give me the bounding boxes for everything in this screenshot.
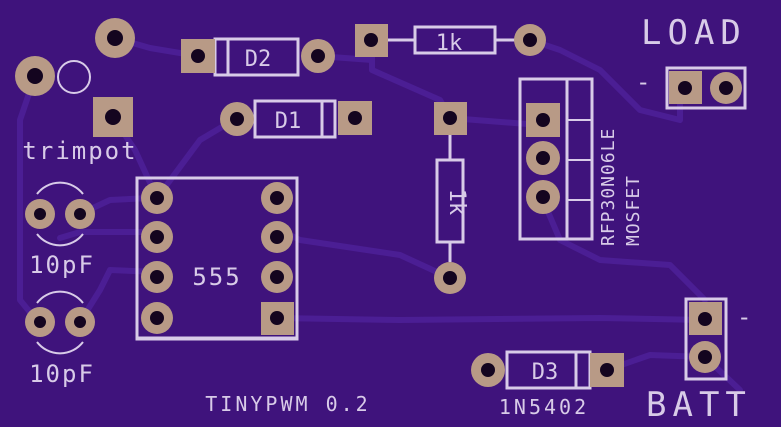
c2-value: 10pF: [29, 360, 95, 388]
capacitor-c2: 10pF: [25, 290, 95, 388]
trimpot: trimpot: [15, 18, 137, 165]
capacitor-c1: 10pF: [25, 181, 95, 279]
batt-minus-label: -: [737, 303, 753, 331]
load-minus-label: -: [636, 68, 652, 96]
r2-reference: 1k: [444, 189, 469, 216]
load-label: LOAD: [641, 13, 747, 53]
batt-connector: - BATT: [646, 297, 753, 425]
d2-reference: D2: [245, 47, 272, 72]
mosfet-part-number: RFP30N06LE: [598, 128, 619, 246]
c1-value: 10pF: [29, 251, 95, 279]
mosfet-type-label: MOSFET: [623, 175, 644, 246]
resistor-r2: 1k: [434, 102, 469, 294]
diode-d3: D3 1N5402: [471, 350, 624, 419]
batt-label: BATT: [646, 385, 752, 425]
d3-part-number: 1N5402: [499, 395, 589, 419]
load-connector: LOAD -: [636, 13, 747, 110]
ic-555: 555: [135, 176, 299, 341]
trimpot-label: trimpot: [22, 137, 137, 165]
trimpot-marker: [57, 60, 91, 94]
diode-d1: D1: [220, 99, 372, 139]
mosfet: RFP30N06LE MOSFET: [518, 77, 644, 246]
d1-reference: D1: [275, 109, 302, 134]
diode-d2: D2: [181, 37, 335, 77]
resistor-r1: 1k: [355, 24, 546, 57]
r1-reference: 1k: [436, 31, 463, 56]
board-name: TINYPWM 0.2: [205, 392, 370, 416]
d3-reference: D3: [532, 360, 559, 385]
ic-label: 555: [192, 263, 241, 291]
